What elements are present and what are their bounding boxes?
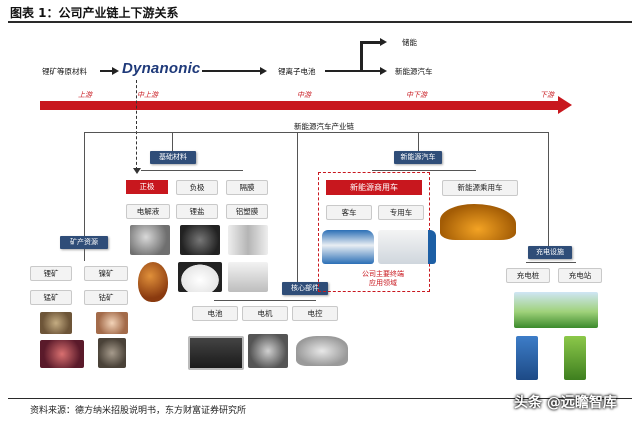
flow-fork-vertical [360,41,363,72]
battery-label: 锂离子电池 [278,67,316,76]
basic-materials-node: 基础材料 [150,151,196,164]
flow-arrow-2-head [260,67,267,75]
value-chain-arrow [40,101,560,110]
company-logo: Dynanonic [122,60,201,77]
basic-materials-bracket [141,170,243,171]
truck-image [378,230,436,264]
flow-arrow-1-head [112,67,119,75]
separator-box: 隔膜 [226,180,268,195]
nev-node: 新能源汽车 [394,151,442,164]
lithium-salt-image [178,262,222,292]
flow-fork-bottom [360,70,382,72]
flow-fork-bottom-head [380,67,387,75]
electrolyte-flask-image [138,262,168,302]
nickel-ore-box: 镍矿 [84,266,128,281]
mineral-resources-node: 矿产资源 [60,236,108,249]
motor-box: 电机 [242,306,288,321]
figure-title: 图表 1：公司产业链上下游关系 [10,6,179,20]
flow-fork-top-head [380,38,387,46]
charger-blue-image [516,336,538,380]
core-components-bracket [214,300,316,301]
value-chain-arrow-head [558,96,572,114]
flow-fork-top [360,41,382,44]
stage-upstream: 上游 [78,91,92,99]
electrolyte-box: 电解液 [126,204,170,219]
battery-pack-image [188,336,244,370]
cathode-powder-image [130,225,170,255]
energy-storage-label: 储能 [402,38,417,47]
commercial-vehicle-box: 新能源商用车 [326,180,422,195]
nev-label: 新能源汽车 [395,67,433,76]
passenger-car-image [440,204,516,240]
tree-line-minerals [84,132,85,236]
lithium-ore-box: 锂矿 [30,266,72,281]
company-pointer-line [136,80,137,170]
flow-arrow-3 [325,70,361,72]
core-components-node: 核心部件 [282,282,328,295]
bus-box: 客车 [326,205,372,220]
tree-root-label: 新能源汽车产业链 [294,122,354,131]
tree-line-core [297,132,298,282]
motor-image [248,334,288,368]
graphite-image [180,225,220,255]
manganese-ore-box: 锰矿 [30,290,72,305]
tree-line-basic [172,132,173,151]
flow-arrow-1 [100,70,114,72]
stage-midstream: 中游 [297,91,311,99]
charging-station-box: 充电站 [558,268,602,283]
stage-mid-upstream: 中上游 [137,91,158,99]
cathode-box: 正极 [126,180,168,194]
tree-line-nev [418,132,419,151]
passenger-vehicle-box: 新能源乘用车 [442,180,518,196]
controller-box: 电控 [292,306,338,321]
stage-mid-downstream: 中下游 [406,91,427,99]
charging-pile-box: 充电桩 [506,268,550,283]
charger-green-image [564,336,586,380]
footer-divider [8,398,632,399]
source-note: 资料来源：德方纳米招股说明书，东方财富证券研究所 [30,406,247,416]
tree-root-line [84,132,548,133]
tree-line-charging [548,132,549,246]
charging-bracket [526,262,576,263]
separator-roll-image [228,225,268,255]
stage-downstream: 下游 [540,91,554,99]
controller-chassis-image [296,336,348,366]
raw-materials-label: 锂矿等原材料 [42,67,87,76]
battery-box: 电池 [192,306,238,321]
anode-box: 负极 [176,180,218,195]
aluminum-film-image [228,262,268,292]
lithium-ore-image [40,312,72,334]
title-divider [8,21,632,23]
lithium-salt-box: 锂盐 [176,204,218,219]
cobalt-ore-image [98,338,126,368]
charging-node: 充电设施 [528,246,572,259]
bus-image [322,230,374,264]
aluminum-film-box: 铝塑膜 [226,204,268,219]
flow-arrow-2 [202,70,262,72]
manganese-ore-image [40,340,84,368]
company-pointer-head [133,168,141,174]
nev-bracket [372,170,476,171]
special-vehicle-box: 专用车 [378,205,424,220]
nickel-ore-image [96,312,128,334]
watermark: 头条 @远瞻智库 [514,395,617,411]
charging-station-image [514,292,598,328]
cobalt-ore-box: 钴矿 [84,290,128,305]
company-focus-label: 公司主要终端 应用领域 [362,270,404,287]
mineral-resources-stem [84,249,85,261]
